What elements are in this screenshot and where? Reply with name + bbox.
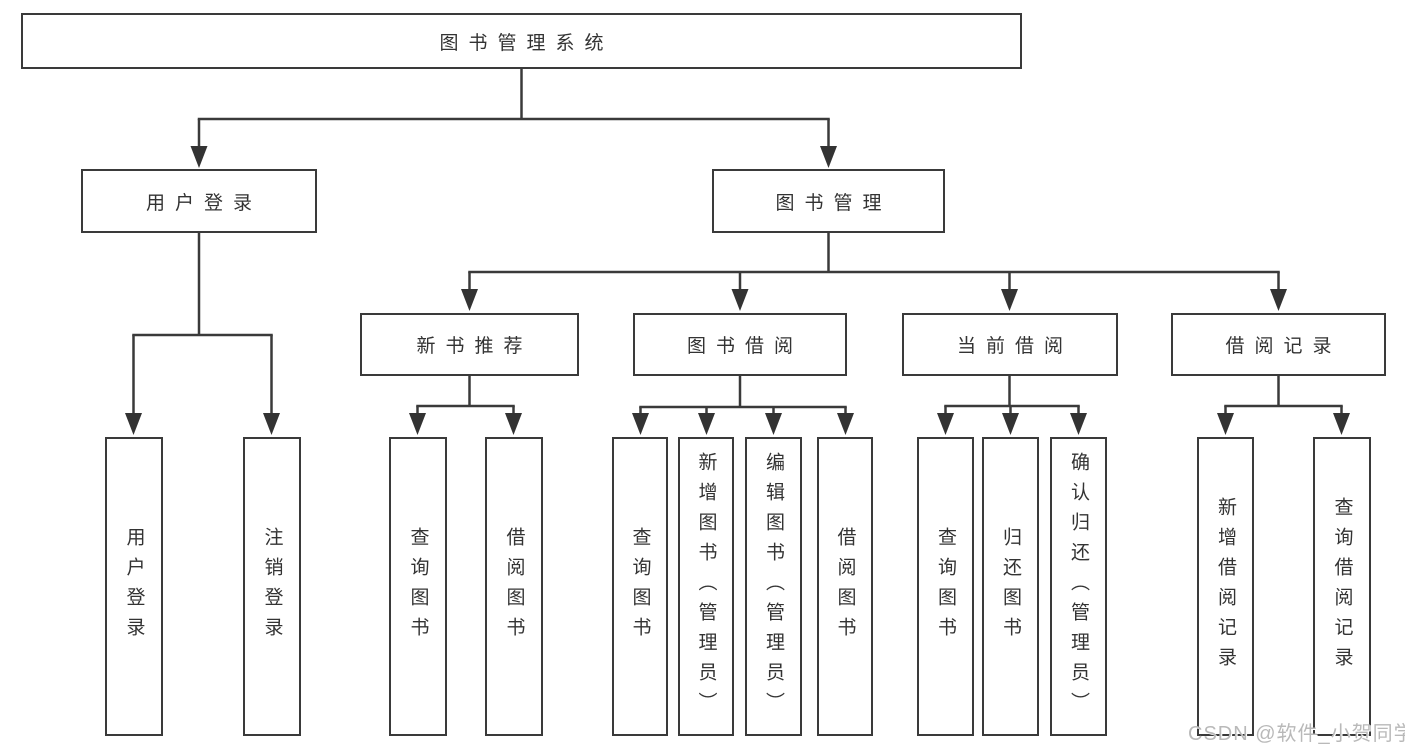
leaf-label: 新增图书（管理员） (695, 451, 717, 722)
node-library-management-system: 图书管理系统 (21, 13, 1022, 69)
leaf-label: 查询借阅记录 (1331, 496, 1353, 677)
leaf-query-books-2: 查询图书 (612, 437, 668, 736)
leaf-query-borrow-record: 查询借阅记录 (1313, 437, 1371, 736)
leaf-label: 确认归还（管理员） (1068, 451, 1089, 722)
node-borrowing-records: 借阅记录 (1171, 313, 1386, 376)
leaf-return-book: 归还图书 (982, 437, 1039, 736)
node-book-management: 图书管理 (712, 169, 945, 233)
leaf-label: 注销登录 (261, 526, 283, 647)
leaf-add-borrow-record: 新增借阅记录 (1197, 437, 1254, 736)
node-user-login: 用户登录 (81, 169, 317, 233)
leaf-label: 查询图书 (629, 526, 651, 647)
leaf-borrow-books-1: 借阅图书 (485, 437, 543, 736)
csdn-watermark: CSDN @软件_小贺同学 (1188, 723, 1405, 745)
leaf-label: 新增借阅记录 (1215, 496, 1236, 677)
node-book-borrowing: 图书借阅 (633, 313, 847, 376)
leaf-label: 用户登录 (123, 526, 145, 647)
leaf-label: 查询图书 (407, 526, 429, 647)
node-new-book-recommendation: 新书推荐 (360, 313, 579, 376)
leaf-query-books-3: 查询图书 (917, 437, 974, 736)
leaf-label: 查询图书 (935, 526, 956, 647)
leaf-edit-book-admin: 编辑图书（管理员） (745, 437, 802, 736)
node-current-borrowing: 当前借阅 (902, 313, 1118, 376)
leaf-label: 借阅图书 (503, 526, 525, 647)
leaf-add-book-admin: 新增图书（管理员） (678, 437, 734, 736)
leaf-label: 归还图书 (1000, 526, 1021, 647)
leaf-logout: 注销登录 (243, 437, 301, 736)
leaf-query-books-1: 查询图书 (389, 437, 447, 736)
leaf-borrow-books-2: 借阅图书 (817, 437, 873, 736)
leaf-user-login: 用户登录 (105, 437, 163, 736)
leaf-label: 借阅图书 (834, 526, 856, 647)
leaf-confirm-return-admin: 确认归还（管理员） (1050, 437, 1107, 736)
leaf-label: 编辑图书（管理员） (763, 451, 784, 722)
